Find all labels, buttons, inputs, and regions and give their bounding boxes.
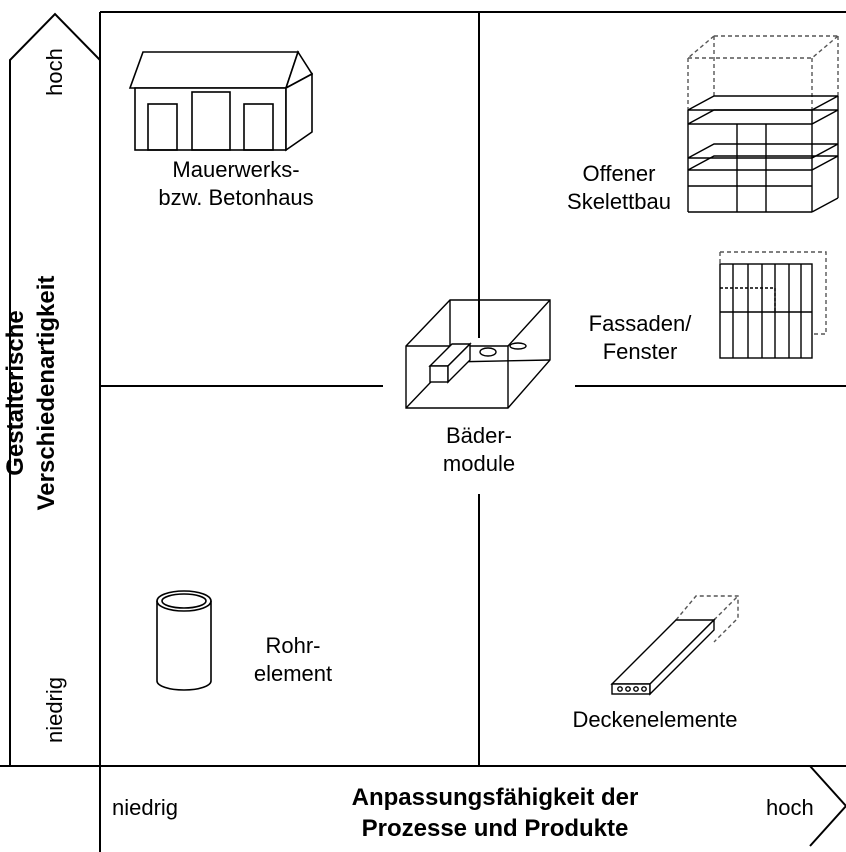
house-icon — [128, 50, 314, 152]
pipe-element-label: Rohr- element — [238, 632, 348, 688]
x-axis-title: Anpassungsfähigkeit der Prozesse und Pro… — [300, 782, 690, 844]
x-axis-title-line2: Prozesse und Produkte — [361, 815, 629, 842]
y-axis-arrow — [9, 12, 101, 767]
x-axis-title-line1: Anpassungsfähigkeit der — [351, 784, 639, 811]
y-axis-high-label: hoch — [42, 48, 67, 96]
facade-window-label: Fassaden/ Fenster — [580, 310, 700, 366]
x-axis-arrow-head — [809, 765, 846, 847]
ceiling-slab-icon — [610, 595, 739, 696]
facade-window-label-line2: Fenster — [602, 339, 678, 364]
pipe-element-label-line2: element — [253, 661, 333, 686]
matrix-frame — [0, 11, 846, 767]
y-axis-title: Gestalterische Verschiedenartigkeit — [0, 233, 62, 553]
facade-window-icon — [719, 251, 827, 359]
bathroom-module-icon — [405, 299, 551, 409]
pipe-element-label-line1: Rohr- — [265, 633, 321, 658]
y-axis-title-line1: Gestalterische — [2, 310, 29, 476]
y-axis-low-label: niedrig — [42, 676, 67, 744]
skeleton-frame-label: Offener Skelettbau — [554, 160, 684, 216]
ceiling-slab-label: Deckenelemente — [572, 707, 738, 732]
y-axis-title-line2: Verschiedenartigkeit — [33, 275, 60, 511]
skeleton-frame-label-line1: Offener — [582, 161, 656, 186]
x-axis-high-label: hoch — [766, 795, 814, 820]
bathroom-module-label-line1: Bäder- — [445, 423, 513, 448]
bathroom-module-label-line2: module — [442, 451, 516, 476]
masonry-house-label-line2: bzw. Betonhaus — [158, 185, 314, 210]
masonry-house-label: Mauerwerks- bzw. Betonhaus — [126, 156, 346, 212]
skeleton-frame-icon — [687, 35, 839, 213]
facade-window-label-line1: Fassaden/ — [588, 311, 692, 336]
masonry-house-label-line1: Mauerwerks- — [172, 157, 300, 182]
pipe-element-icon — [156, 590, 212, 691]
skeleton-frame-label-line2: Skelettbau — [567, 189, 671, 214]
bathroom-module-label: Bäder- module — [414, 422, 544, 478]
x-axis-low-label: niedrig — [112, 795, 179, 820]
